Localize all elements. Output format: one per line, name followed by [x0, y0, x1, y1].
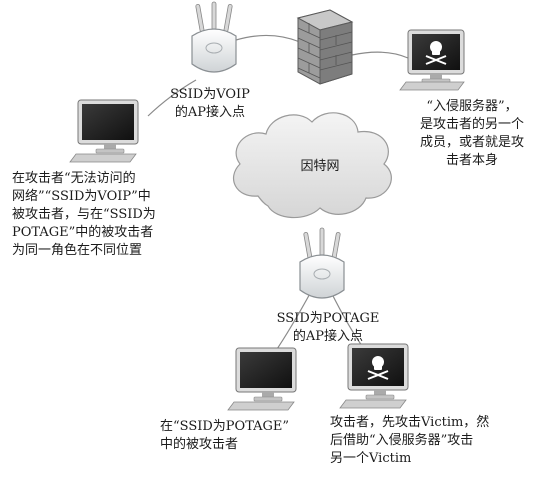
link-firewall-to-server	[351, 51, 409, 59]
voip-victim-label: 在攻击者“无法访问的 网络”“SSID为VOIP”中 被攻击者，与在“SSID为…	[12, 171, 156, 258]
link-voip-pc-to-voip-ap	[147, 79, 197, 117]
potage-victim-label: 在“SSID为POTAGE” 中的被攻击者	[160, 419, 290, 452]
access-point-voip-icon	[191, 1, 237, 73]
attacker-label: 攻击者，先攻击Victim，然 后借助“入侵服务器”攻击 另一个Victim	[330, 415, 490, 466]
intrusion-server-label: “入侵服务器”， 是攻击者的另一个 成员，或者就是攻 击者本身	[419, 99, 524, 168]
potage-victim-computer-icon	[227, 347, 297, 411]
skull-icon	[425, 41, 447, 65]
ssid-potage-ap-label: SSID为POTAGE 的AP接入点	[276, 311, 380, 344]
internet-cloud-icon	[232, 112, 392, 219]
firewall-icon	[296, 9, 354, 85]
ssid-voip-ap-label: SSID为VOIP 的AP接入点	[170, 87, 250, 120]
voip-victim-computer-icon	[69, 99, 139, 163]
internet-label: 因特网	[300, 159, 340, 174]
access-point-potage-icon	[299, 227, 345, 299]
attacker-computer-icon	[339, 343, 409, 409]
link-voip-ap-to-firewall	[235, 34, 301, 43]
skull-icon	[367, 356, 389, 380]
intrusion-server-computer-icon	[399, 29, 465, 91]
